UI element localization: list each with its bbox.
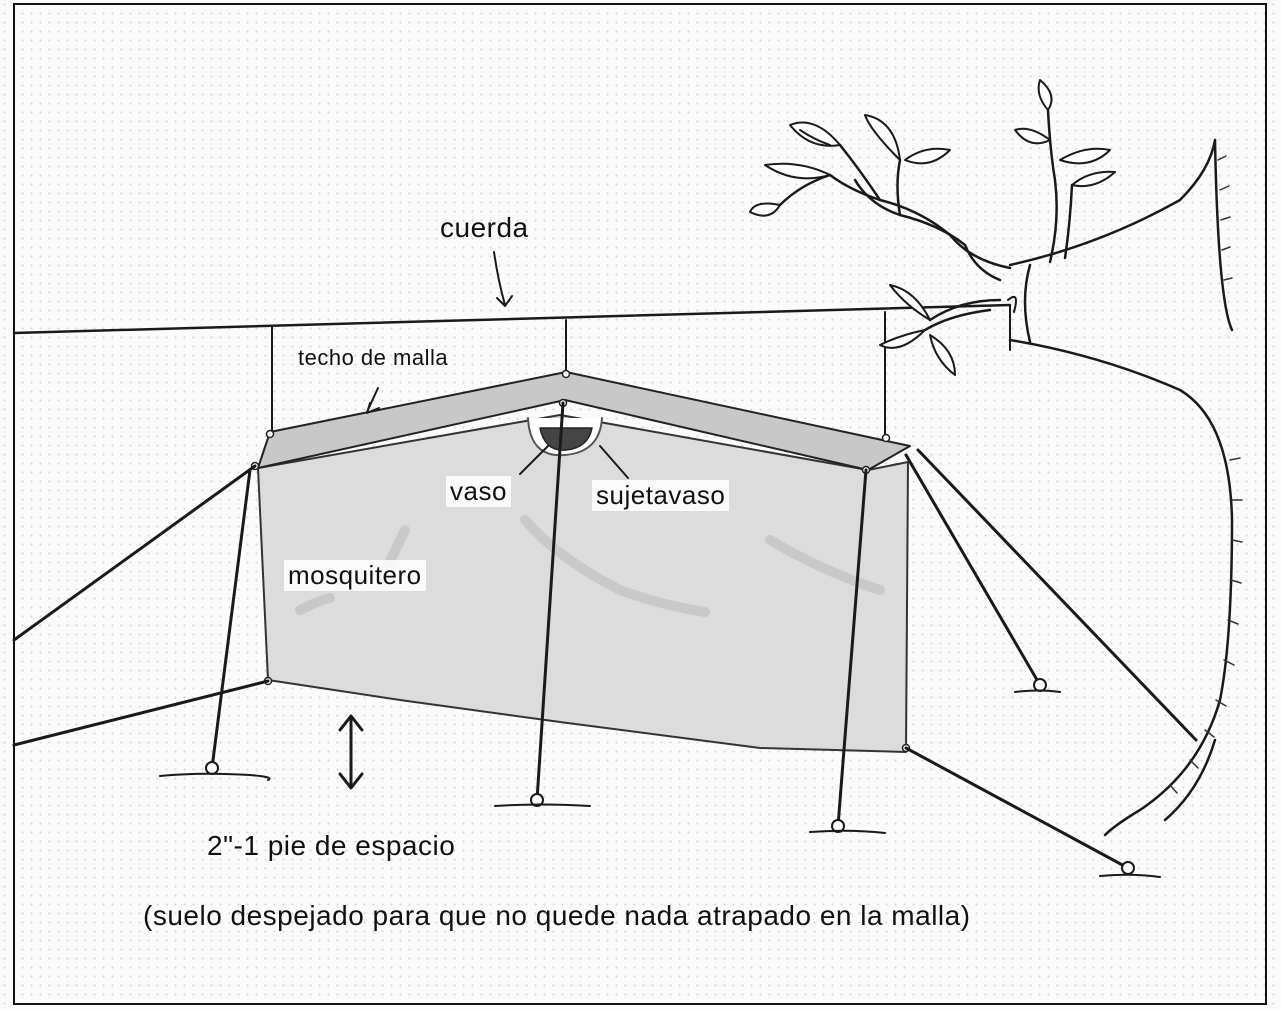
tree-leaves <box>749 79 1116 376</box>
gap-arrow <box>338 714 364 790</box>
label-pointers <box>366 251 629 479</box>
mesh-roof-label: techo de malla <box>298 345 449 370</box>
cup-holder-label: sujetavaso <box>592 480 730 511</box>
cup-shape <box>539 427 593 451</box>
hanging-strings <box>271 311 886 439</box>
rope-knot <box>1007 296 1017 351</box>
ground-marks <box>159 689 1161 878</box>
mosquito-net-label: mosquitero <box>284 560 426 591</box>
rope-label: cuerda <box>440 212 529 243</box>
rope-line <box>12 303 1012 335</box>
ground-note-label: (suelo despejado para que no quede nada … <box>143 900 971 931</box>
guy-lines <box>12 401 1198 870</box>
cup-label: vaso <box>446 476 511 507</box>
ground-stakes <box>205 678 1135 875</box>
tree-trunk <box>1008 138 1234 837</box>
tree-branches <box>778 108 1074 332</box>
bark-texture <box>1169 155 1243 794</box>
diagram-frame <box>13 3 1267 1005</box>
gap-label: 2"-1 pie de espacio <box>207 830 456 861</box>
mosquito-net-panel <box>257 414 909 753</box>
